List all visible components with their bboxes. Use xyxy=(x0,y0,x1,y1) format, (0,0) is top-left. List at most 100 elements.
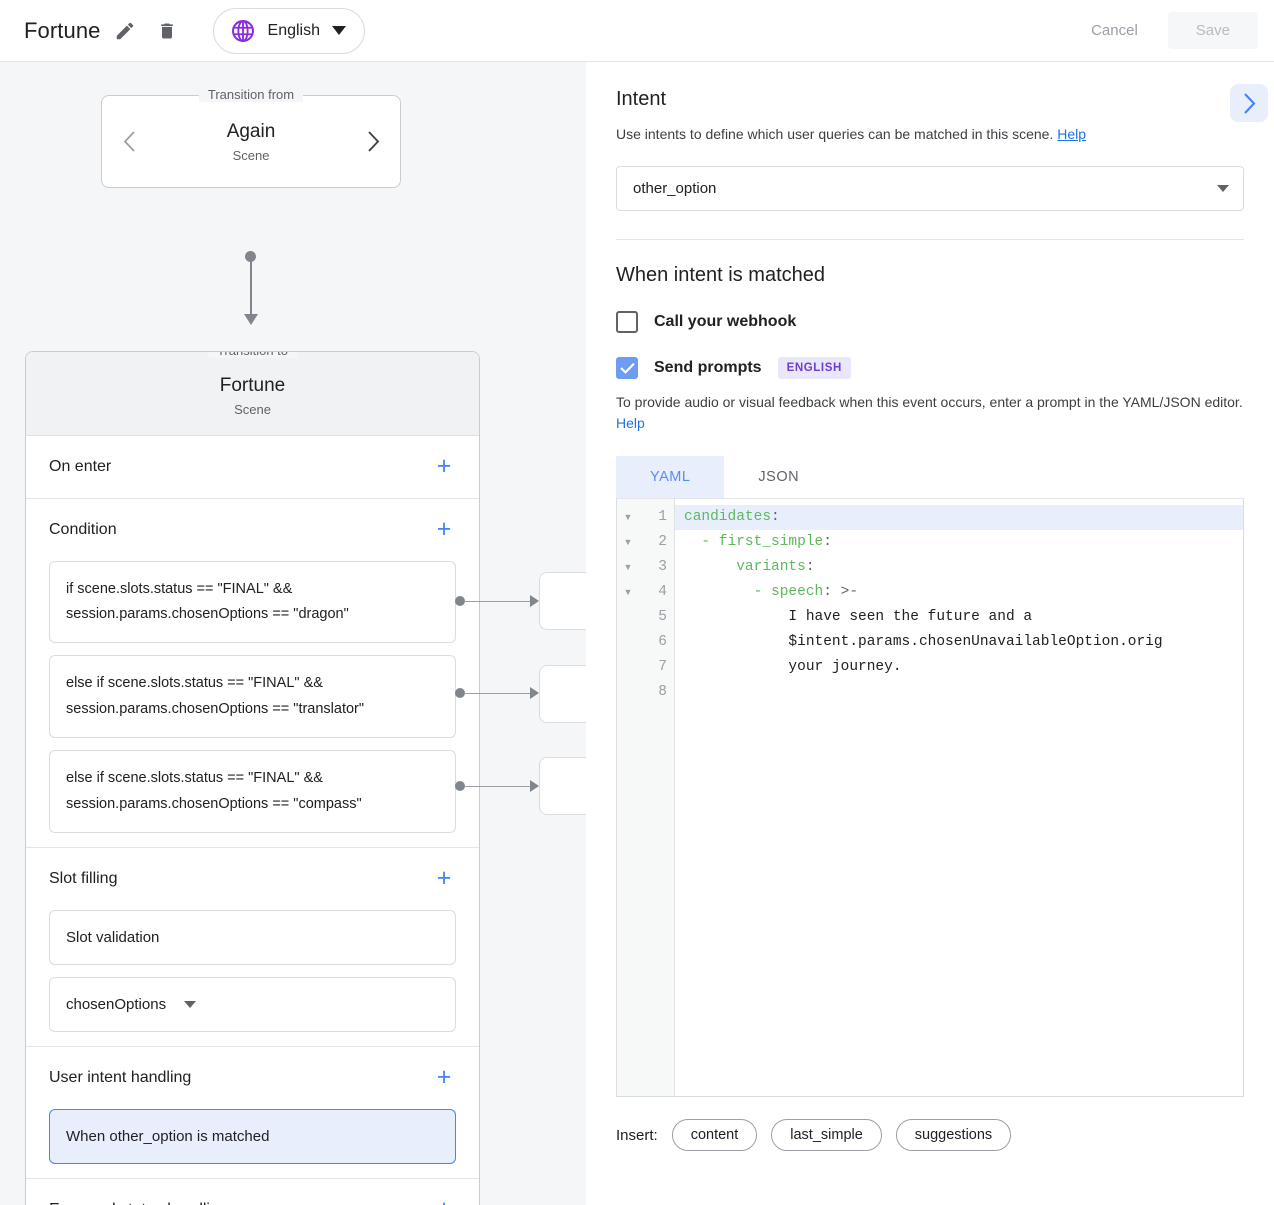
fold-marker xyxy=(617,680,639,705)
send-prompts-row: Send prompts ENGLISH xyxy=(616,357,1244,380)
line-number: 8 xyxy=(658,684,667,701)
line-number-gutter: 1 2 3 4 5 6 7 8 xyxy=(639,499,675,1097)
branch-target-card[interactable] xyxy=(539,665,586,723)
yaml-text: $intent.params.chosenUnavailableOption.o… xyxy=(684,634,1163,651)
branch-line xyxy=(464,600,532,602)
section-head-slot-filling: Slot filling + xyxy=(26,848,479,910)
add-user-intent-button[interactable]: + xyxy=(436,1063,452,1092)
yaml-punctuation: : xyxy=(823,534,832,551)
insert-chip-suggestions[interactable]: suggestions xyxy=(895,1119,1012,1152)
condition-item[interactable]: else if scene.slots.status == "FINAL" &&… xyxy=(49,750,456,833)
user-intent-item-selected[interactable]: When other_option is matched xyxy=(49,1108,456,1164)
section-head-error-status-handling: Error and status handling + xyxy=(26,1179,479,1205)
code-line[interactable]: your journey. xyxy=(675,655,1243,680)
section-divider xyxy=(616,239,1244,241)
intent-details-panel: Intent Use intents to define which user … xyxy=(586,62,1274,1205)
branch-target-card[interactable] xyxy=(539,572,586,630)
yaml-punctuation: : xyxy=(805,559,815,576)
scene-header-name: Fortune xyxy=(219,375,286,396)
expand-panel-button[interactable] xyxy=(1230,84,1268,122)
fold-marker[interactable]: ▼ xyxy=(623,512,633,523)
section-title-on-enter: On enter xyxy=(49,457,112,475)
intent-select[interactable]: other_option xyxy=(616,166,1244,212)
fold-marker xyxy=(617,655,639,680)
line-number: 6 xyxy=(658,634,667,651)
when-intent-matched-section: When intent is matched Call your webhook… xyxy=(586,240,1274,1098)
transition-from-card[interactable]: Transition from Again Scene xyxy=(101,87,401,188)
add-slot-button[interactable]: + xyxy=(436,864,452,893)
code-editor[interactable]: ▼ ▼ ▼ ▼ 1 2 3 4 5 6 7 8 xyxy=(616,499,1244,1098)
top-bar: Fortune English Cancel Save xyxy=(0,0,1274,62)
condition-list: if scene.slots.status == "FINAL" && sess… xyxy=(26,560,479,847)
code-line[interactable]: I have seen the future and a xyxy=(675,605,1243,630)
edit-pencil-button[interactable] xyxy=(107,13,143,49)
add-condition-button[interactable]: + xyxy=(436,515,452,544)
code-line[interactable]: $intent.params.chosenUnavailableOption.o… xyxy=(675,630,1243,655)
section-error-status-handling: Error and status handling + xyxy=(26,1179,479,1205)
intent-select-value: other_option xyxy=(633,180,717,198)
transition-from-scene-name: Again xyxy=(226,121,276,143)
intent-help-link[interactable]: Help xyxy=(1057,126,1087,142)
transition-from-legend: Transition from xyxy=(198,87,304,102)
code-line[interactable]: variants: xyxy=(675,555,1243,580)
code-fold-gutter: ▼ ▼ ▼ ▼ xyxy=(617,499,639,1097)
scene-detail-card: Transition to Fortune Scene On enter + C… xyxy=(25,351,480,1205)
delete-button[interactable] xyxy=(149,13,185,49)
section-slot-filling: Slot filling + Slot validation chosenOpt… xyxy=(26,848,479,1047)
fold-marker[interactable]: ▼ xyxy=(623,562,633,573)
scene-graph-panel: Transition from Again Scene Transition t… xyxy=(0,62,586,1205)
intent-description-text: Use intents to define which user queries… xyxy=(616,126,1054,142)
cancel-button[interactable]: Cancel xyxy=(1069,12,1160,49)
insert-chip-content[interactable]: content xyxy=(671,1119,758,1152)
save-button[interactable]: Save xyxy=(1167,12,1258,49)
prompts-helper-text: To provide audio or visual feedback when… xyxy=(616,392,1244,434)
transition-connector-arrow xyxy=(244,314,258,325)
code-line[interactable]: - first_simple: xyxy=(675,530,1243,555)
branch-target-card[interactable] xyxy=(539,757,586,815)
condition-item[interactable]: else if scene.slots.status == "FINAL" &&… xyxy=(49,655,456,739)
pencil-icon xyxy=(116,22,133,39)
tab-yaml[interactable]: YAML xyxy=(616,456,725,499)
code-line[interactable]: candidates: xyxy=(675,505,1243,531)
fold-marker[interactable]: ▼ xyxy=(623,587,633,598)
fold-marker[interactable]: ▼ xyxy=(623,537,633,548)
slot-item-chosenoptions[interactable]: chosenOptions xyxy=(49,976,456,1032)
tab-json[interactable]: JSON xyxy=(758,469,800,486)
check-icon xyxy=(619,363,635,375)
language-selector[interactable]: English xyxy=(212,7,366,54)
add-on-enter-button[interactable]: + xyxy=(436,452,452,481)
yaml-text: your journey. xyxy=(684,659,902,676)
yaml-punctuation: : xyxy=(771,509,780,526)
yaml-text: I have seen the future and a xyxy=(684,609,1033,626)
slot-validation-item[interactable]: Slot validation xyxy=(49,909,456,965)
prompts-help-link[interactable]: Help xyxy=(616,415,645,432)
send-prompts-checkbox[interactable] xyxy=(616,357,638,380)
slot-filling-list: Slot validation chosenOptions xyxy=(26,909,479,1046)
branch-arrow xyxy=(530,687,539,699)
code-line[interactable] xyxy=(675,680,1243,705)
insert-chip-last-simple[interactable]: last_simple xyxy=(771,1119,882,1152)
editor-format-tabs: YAML JSON xyxy=(616,456,1244,500)
chevron-left-icon xyxy=(123,131,135,152)
next-scene-button[interactable] xyxy=(360,129,386,155)
fold-marker xyxy=(617,605,639,630)
slot-validation-label: Slot validation xyxy=(66,928,160,946)
condition-item[interactable]: if scene.slots.status == "FINAL" && sess… xyxy=(49,560,456,644)
code-line[interactable]: - speech: >- xyxy=(675,580,1243,605)
chevron-right-icon xyxy=(367,131,379,152)
line-number: 2 xyxy=(658,534,667,551)
section-title-error-status-handling: Error and status handling xyxy=(49,1201,228,1205)
insert-chip-row: Insert: content last_simple suggestions xyxy=(586,1097,1274,1152)
line-number: 3 xyxy=(658,559,667,576)
transition-connector-line xyxy=(250,256,252,316)
body-wrapper: Transition from Again Scene Transition t… xyxy=(0,62,1274,1205)
globe-icon xyxy=(231,19,254,42)
language-badge: ENGLISH xyxy=(777,357,851,380)
code-content[interactable]: candidates: - first_simple: variants: - … xyxy=(675,499,1243,1096)
call-webhook-checkbox[interactable] xyxy=(616,311,638,334)
prev-scene-button[interactable] xyxy=(116,129,142,155)
yaml-key: - first_simple xyxy=(684,534,824,551)
add-error-status-button[interactable]: + xyxy=(431,1197,457,1205)
call-webhook-label: Call your webhook xyxy=(654,313,797,331)
chevron-down-icon xyxy=(332,26,347,35)
